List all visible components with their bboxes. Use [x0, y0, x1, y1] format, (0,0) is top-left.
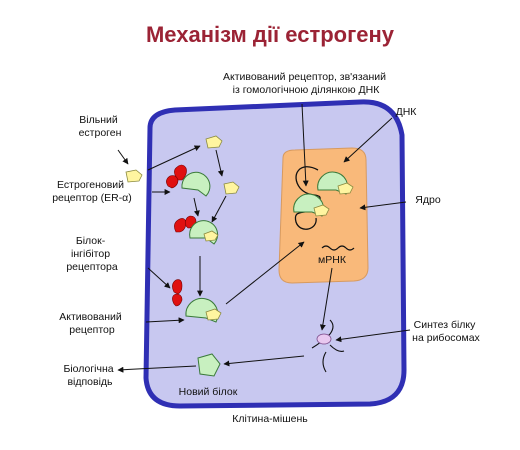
new-protein-polygon: [197, 353, 221, 377]
arrow-to-nucleus: [225, 241, 305, 305]
arrow-estrogen-to-receptor: [147, 145, 201, 171]
label-estrogen-receptor: Естрогеновий рецептор (ER-α): [52, 179, 132, 204]
arrow-bound-label: [301, 103, 309, 187]
arrow-estrogen-down: [215, 149, 224, 177]
free-estrogen-molecule: [205, 135, 223, 149]
label-mrna: мРНК: [318, 254, 347, 266]
label-free-estrogen: Вільний естроген: [79, 114, 122, 139]
receptor-inhibitor-protein: [172, 279, 183, 307]
estrogen-receptor-with-inhibitor: [166, 164, 211, 197]
label-inhibitor-protein: Білок- інгібітор рецептора: [66, 235, 117, 273]
receptor-binding-estrogen: [174, 215, 219, 245]
label-new-protein: Новий білок: [179, 386, 238, 398]
label-activated-bound-receptor: Активований рецептор, зв'язаний із гомол…: [223, 71, 389, 96]
arrow-free-estrogen: [117, 149, 129, 165]
arrow-receptor-down: [193, 197, 200, 217]
arrow-dna-label: [343, 117, 393, 163]
label-target-cell: Клітина-мішень: [232, 413, 308, 425]
arrow-ribosome-to-protein: [223, 355, 305, 367]
arrow-synthesis-label: [335, 329, 411, 343]
label-protein-synthesis: Синтез білку на рибосомах: [412, 319, 480, 344]
label-nucleus: Ядро: [415, 194, 441, 206]
diagram-title: Механізм дії естрогену: [146, 22, 395, 47]
mrna-strand: [321, 245, 355, 251]
arrow-estrogen-to-receptor-2: [211, 195, 227, 223]
arrow-activated-label: [145, 317, 185, 324]
label-dna: ДНК: [396, 106, 418, 118]
arrow-mrna-to-ribosome: [319, 267, 333, 331]
free-estrogen-molecule: [223, 181, 240, 195]
label-activated-receptor: Активований рецептор: [59, 311, 124, 336]
arrow-nucleus-label: [359, 201, 407, 211]
dna-bound-receptor-dimer: [293, 171, 354, 217]
ribosome: [311, 319, 345, 373]
arrow-inhibitor-label: [147, 267, 171, 289]
label-biological-response: Біологічна відповідь: [63, 363, 116, 388]
free-estrogen-molecule: [125, 169, 143, 183]
arrow-protein-to-response: [117, 365, 197, 373]
activated-receptor: [185, 297, 222, 323]
